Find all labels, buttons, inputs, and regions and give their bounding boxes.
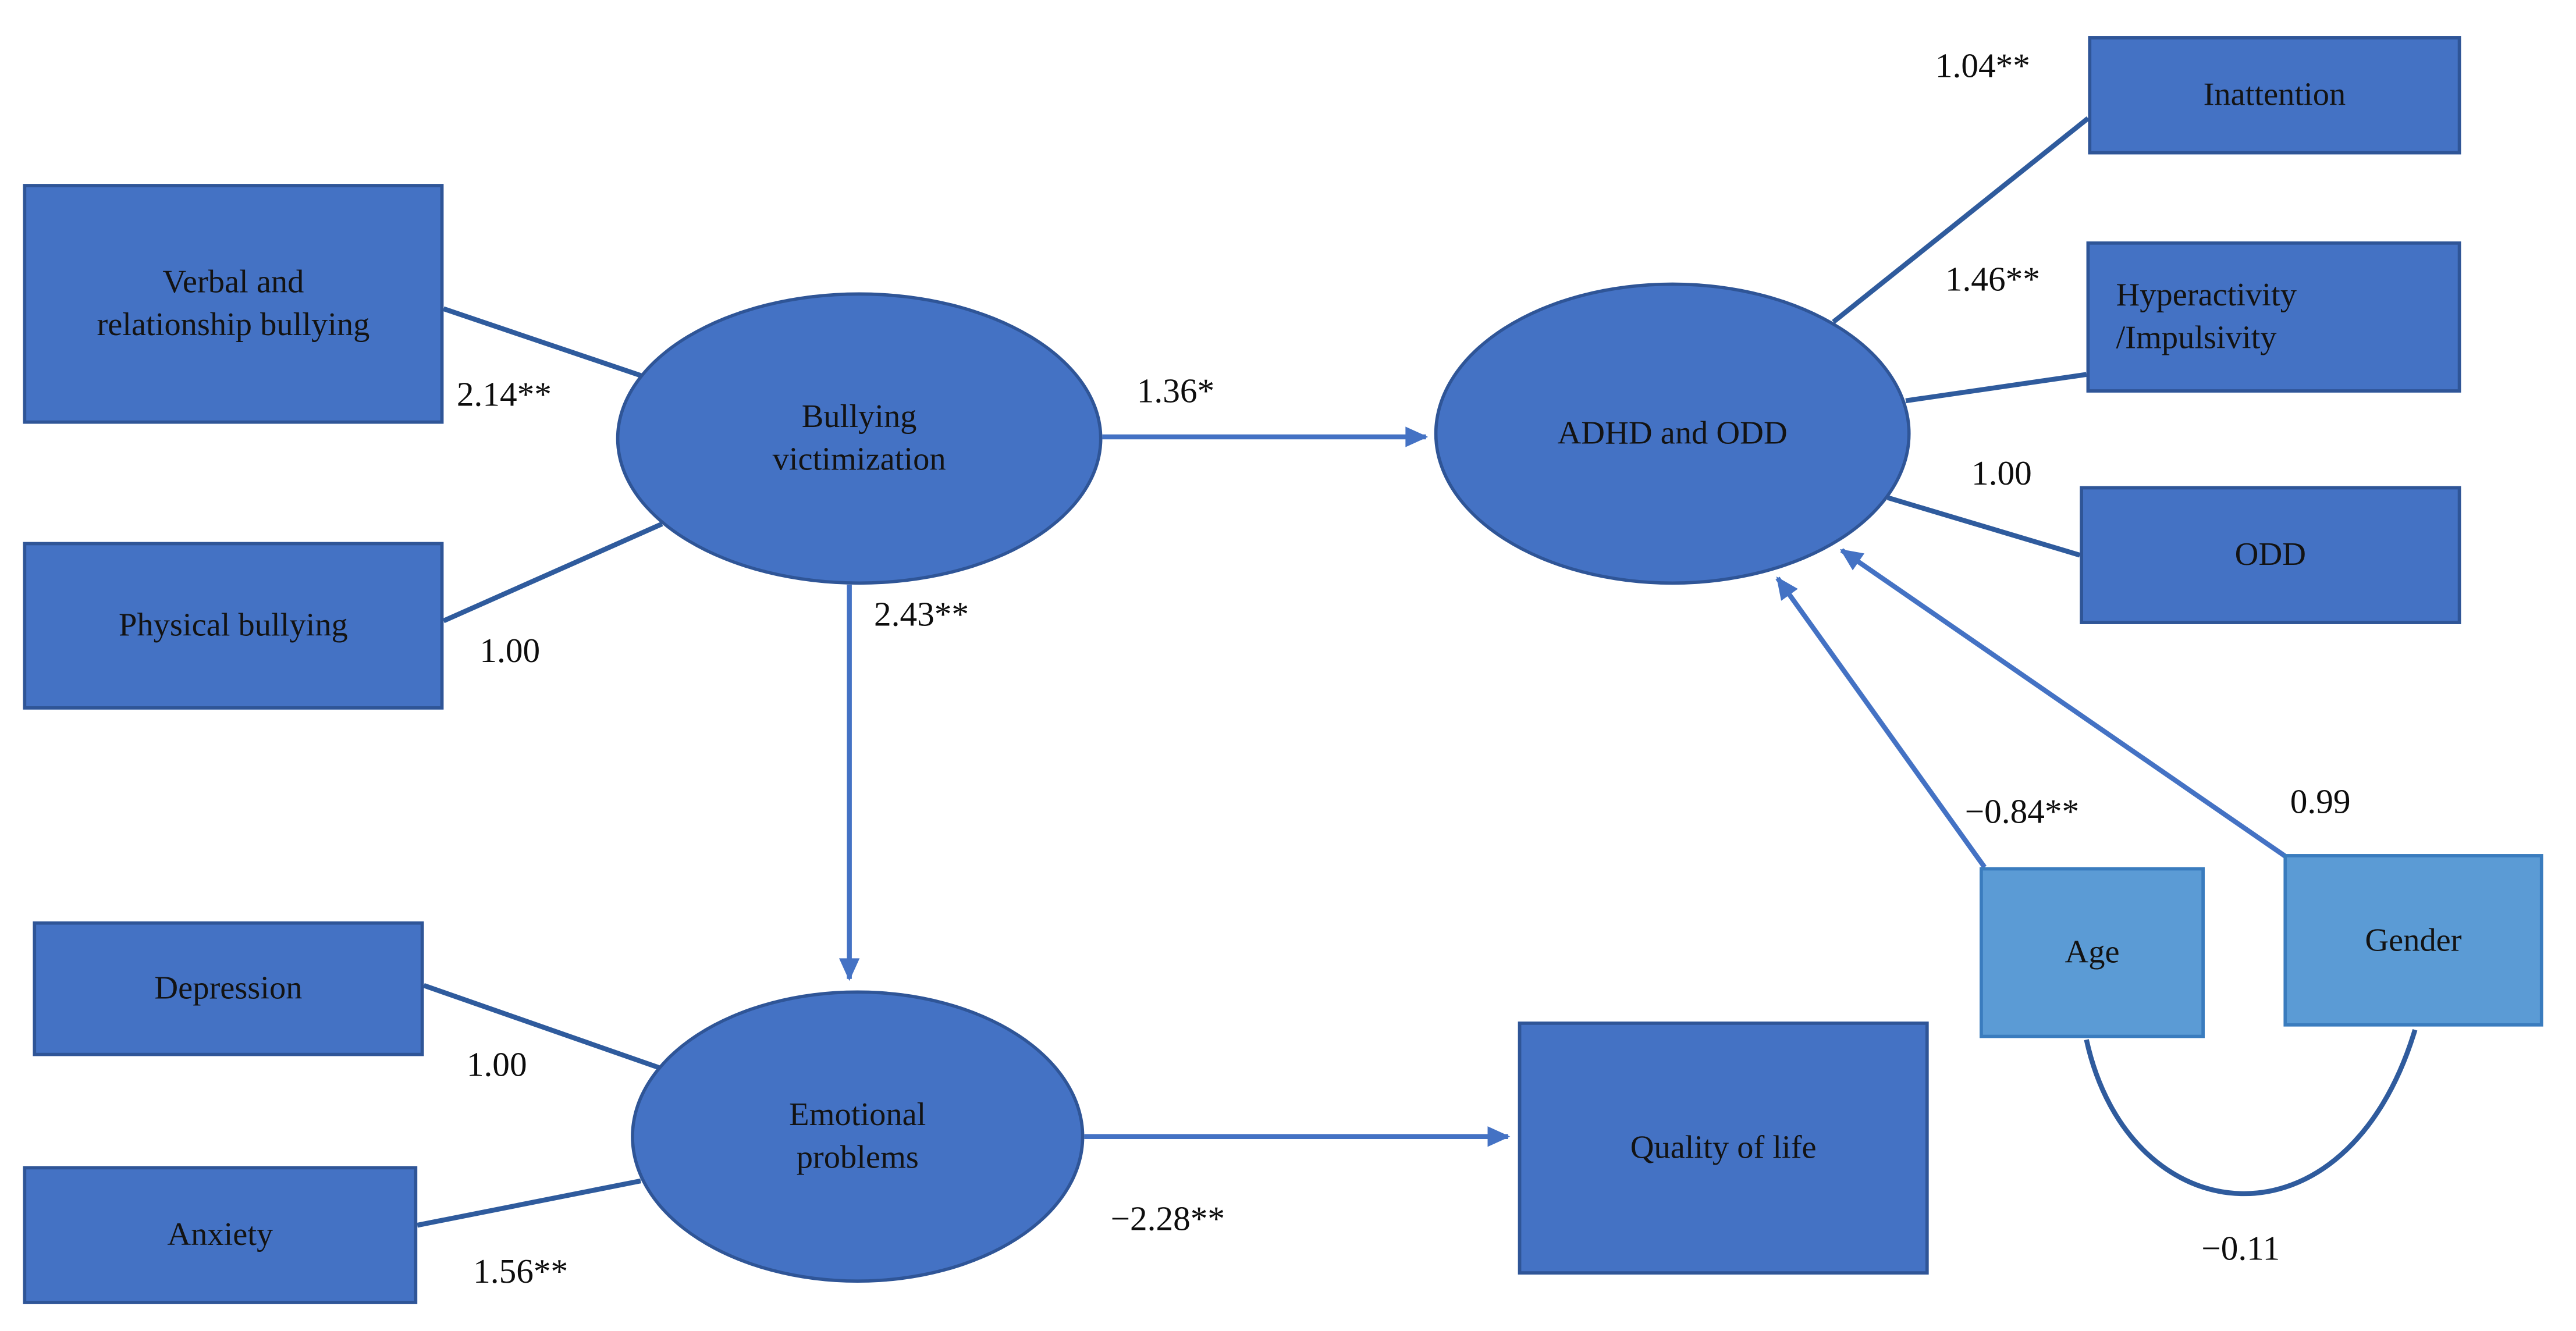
path-adhd-to-odd [1886, 495, 2081, 558]
path-depression-to-emotional [423, 983, 660, 1070]
path-physical-to-bullying [442, 521, 663, 624]
path-anxiety-to-emotional [417, 1178, 641, 1228]
node-label: Anxiety [167, 1217, 273, 1254]
coef-depression-emotional: 1.00 [466, 1044, 527, 1084]
arrow-gender-to-adhd [1840, 548, 2289, 860]
coef-age-gender-covariance: −0.11 [2201, 1228, 2280, 1268]
coef-age-adhd: −0.84** [1964, 791, 2080, 831]
node-label: Emotional [789, 1097, 926, 1134]
coef-adhd-hyperactivity: 1.46** [1945, 259, 2040, 299]
node-label: Quality of life [1630, 1130, 1817, 1166]
node-label: Physical bullying [119, 607, 348, 644]
node-label: /Impulsivity [2116, 320, 2277, 357]
node-label: relationship bullying [97, 307, 370, 344]
path-adhd-to-inattention [1832, 116, 2090, 324]
arrow-age-to-adhd [1775, 576, 1987, 869]
path-verbal-to-bullying [442, 306, 658, 384]
node-label: Inattention [2203, 77, 2346, 113]
node-adhd-and-odd: ADHD and ODD [1434, 282, 1911, 585]
node-inattention: Inattention [2088, 36, 2461, 155]
coef-physical-bullying: 1.00 [479, 631, 541, 670]
node-gender: Gender [2283, 854, 2543, 1027]
coef-verbal-bullying: 2.14** [456, 374, 552, 414]
node-label: Hyperactivity [2116, 277, 2297, 314]
coef-emotional-qol: −2.28** [1110, 1199, 1225, 1239]
node-label: Bullying [801, 399, 917, 436]
node-label: victimization [772, 442, 946, 478]
coef-adhd-odd: 1.00 [1971, 453, 2032, 493]
node-bullying-victimization: Bullying victimization [616, 292, 1103, 585]
node-label: Gender [2365, 922, 2462, 959]
node-depression: Depression [33, 921, 424, 1056]
node-label: Age [2065, 934, 2120, 971]
node-hyperactivity-impulsivity: Hyperactivity /Impulsivity [2086, 241, 2461, 393]
node-label: Depression [154, 970, 303, 1007]
coef-adhd-inattention: 1.04** [1935, 46, 2030, 86]
node-label: ODD [2234, 537, 2307, 574]
coef-bullying-adhd: 1.36* [1136, 371, 1215, 411]
node-odd: ODD [2080, 486, 2461, 624]
coef-gender-adhd: 0.99 [2290, 781, 2351, 821]
node-anxiety: Anxiety [23, 1166, 418, 1304]
node-emotional-problems: Emotional problems [631, 990, 1085, 1283]
node-label: problems [796, 1140, 919, 1176]
path-adhd-to-hyperactivity [1905, 372, 2087, 404]
coef-anxiety-emotional: 1.56** [473, 1251, 569, 1291]
node-physical-bullying: Physical bullying [23, 542, 444, 710]
covariance-curve-age-gender [2084, 1029, 2418, 1197]
coef-bullying-emotional: 2.43** [874, 595, 969, 634]
node-quality-of-life: Quality of life [1518, 1022, 1929, 1275]
node-age: Age [1980, 867, 2205, 1038]
node-label: Verbal and [162, 264, 304, 301]
node-verbal-relationship-bullying: Verbal and relationship bullying [23, 184, 444, 424]
node-label: ADHD and ODD [1557, 415, 1788, 452]
